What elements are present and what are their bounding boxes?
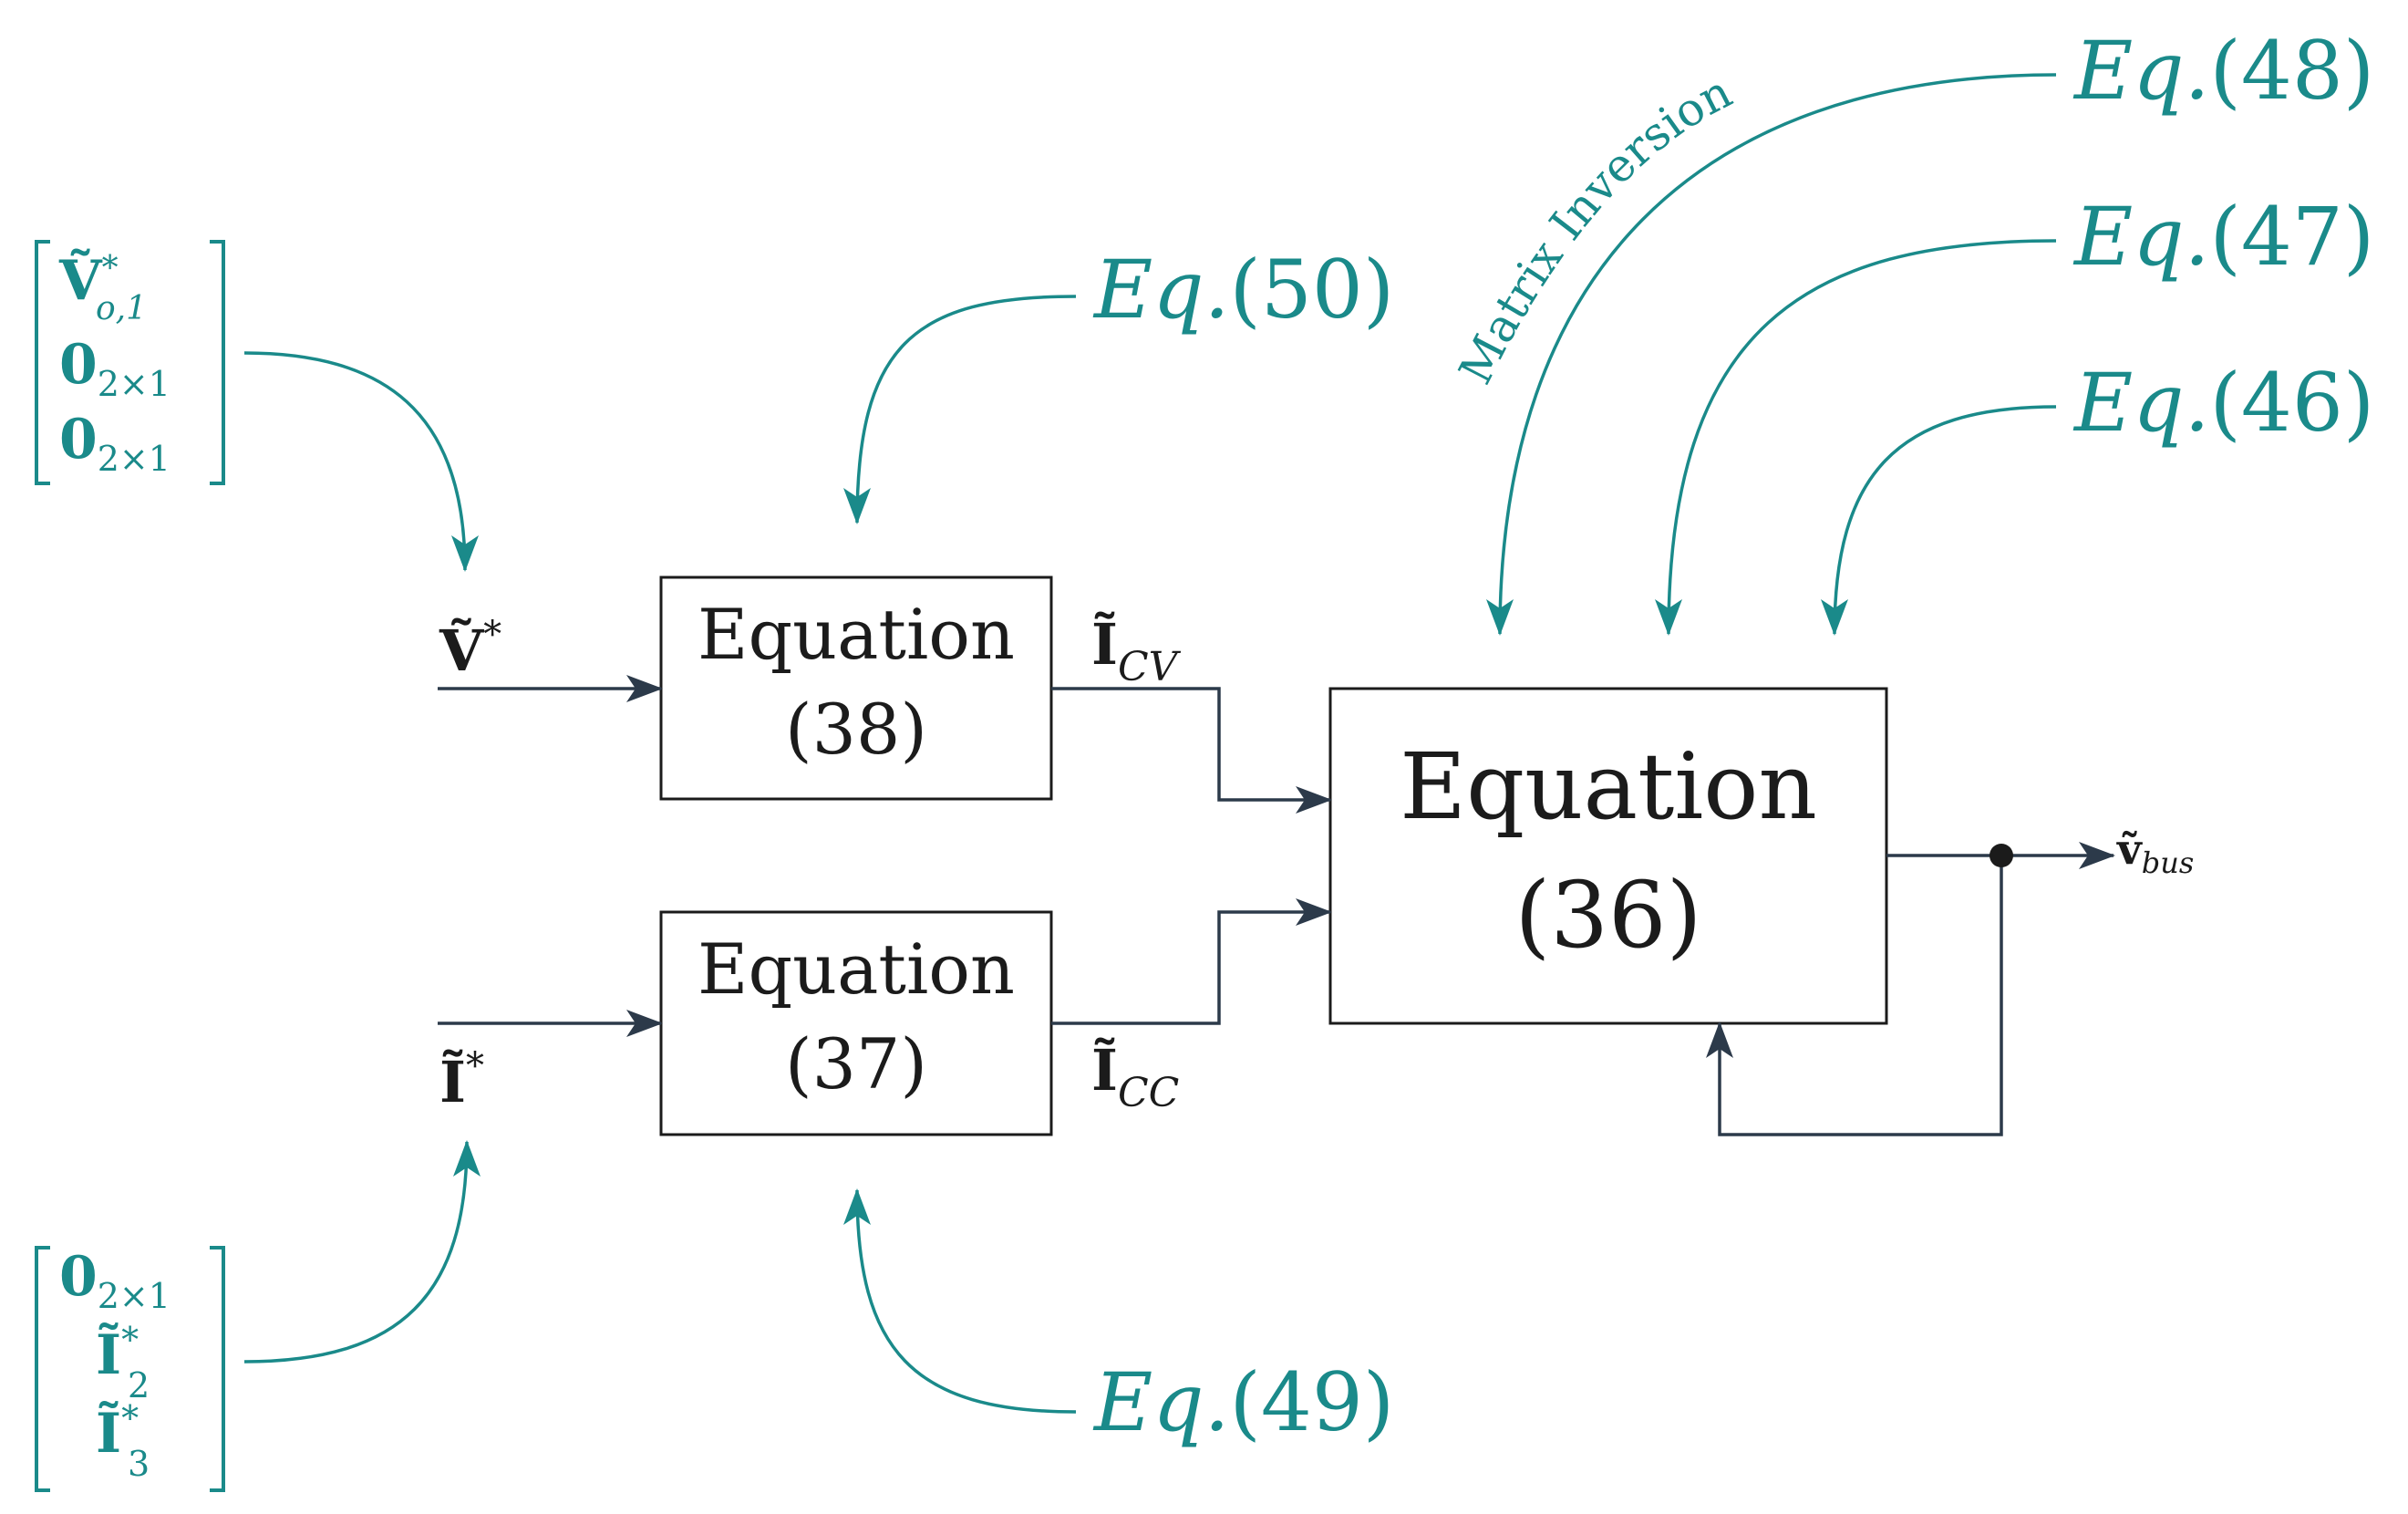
vector-top-right-bracket — [210, 240, 225, 485]
label-v-star: Ṽ* — [439, 614, 501, 684]
block-eq38-title: Equation — [698, 594, 1015, 675]
ref-eq49: Eq.(49) — [1092, 1355, 1394, 1449]
ref-eq47: Eq.(47) — [2072, 190, 2374, 284]
block-eq36-number: (36) — [1514, 862, 1701, 969]
arrow-eq48-to-block36 — [1486, 73, 2057, 636]
arrow-eq49-to-block37 — [843, 1188, 1077, 1414]
ref-eq50: Eq.(50) — [1092, 243, 1394, 337]
vector-top-entry-1: Ṽ*o,1 — [58, 248, 147, 327]
block-equation-38: Equation (38) — [659, 576, 1053, 801]
block-equation-37: Equation (37) — [659, 910, 1053, 1136]
vector-bottom-entry-3: Ĩ*3 — [96, 1398, 150, 1484]
vector-bottom-left-bracket — [35, 1246, 50, 1492]
feedback-line — [1706, 856, 2003, 1136]
arrow-eq47-to-block36 — [1655, 239, 2057, 636]
vector-bottom: 02×1 Ĩ*2 Ĩ*3 — [35, 1245, 225, 1492]
ref-eq48: Eq.(48) — [2072, 24, 2374, 118]
label-i-cc: ĨCC — [1091, 1037, 1179, 1116]
arrow-vector-top-to-v-star — [243, 351, 479, 572]
ref-eq46: Eq.(46) — [2072, 356, 2374, 450]
vector-top-entry-2: 02×1 — [59, 333, 171, 404]
arrow-vector-bottom-to-i-star — [243, 1140, 481, 1364]
block-eq38-number: (38) — [785, 689, 927, 770]
vector-top: Ṽ*o,1 02×1 02×1 — [35, 240, 225, 485]
label-i-star: Ĩ* — [439, 1045, 484, 1115]
vector-bottom-right-bracket — [210, 1246, 225, 1492]
i-cc-line — [1051, 898, 1332, 1025]
arrow-eq50-to-block38 — [843, 295, 1077, 524]
label-v-bus: ṽbus — [2116, 824, 2194, 880]
vector-top-entry-3: 02×1 — [59, 408, 171, 479]
matrix-inversion-label: Matrix Inversion — [1449, 65, 1740, 392]
label-i-cv: ĨCV — [1091, 611, 1182, 690]
block-eq36-title: Equation — [1400, 733, 1817, 840]
i-cv-line — [1051, 687, 1332, 814]
block-equation-36: Equation (36) — [1328, 687, 1888, 1025]
vector-bottom-entry-1: 02×1 — [59, 1245, 171, 1316]
vector-bottom-entry-2: Ĩ*2 — [96, 1320, 150, 1405]
arrow-eq46-to-block36 — [1821, 405, 2057, 636]
junction-dot — [1989, 844, 2013, 867]
block-eq37-number: (37) — [785, 1023, 927, 1104]
block-eq37-title: Equation — [698, 928, 1015, 1010]
vector-top-left-bracket — [35, 240, 50, 485]
